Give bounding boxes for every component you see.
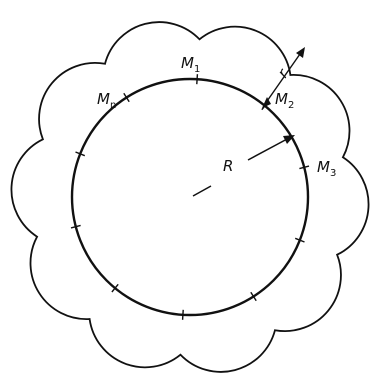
label-M1-subscript: 1 <box>194 64 200 75</box>
label-M1-main: M <box>181 54 194 72</box>
tick-mark <box>123 92 130 103</box>
tick-marks <box>70 74 310 320</box>
tick-mark <box>299 165 310 170</box>
label-M3-main: M <box>317 158 330 176</box>
tick-mark <box>196 74 199 85</box>
label-Mn-main: M <box>97 90 110 108</box>
tick-mark <box>294 237 305 243</box>
tick-mark <box>111 283 119 293</box>
label-Mn-subscript: n <box>110 100 116 111</box>
tick-mark <box>70 224 81 229</box>
label-M1: M1 <box>181 54 200 75</box>
label-M2-subscript: 2 <box>288 100 294 111</box>
label-M2: M2 <box>275 90 294 111</box>
label-R: R <box>223 157 233 175</box>
label-Mn: Mn <box>97 90 116 111</box>
radius-r-arrowhead <box>296 47 305 58</box>
tick-mark <box>181 309 184 320</box>
radius-R-segment-1 <box>192 185 212 197</box>
label-M2-main: M <box>275 90 288 108</box>
radius-R-segment-2 <box>247 137 290 161</box>
radius-r-arrowhead-lower <box>262 97 271 108</box>
tick-mark <box>250 291 257 302</box>
radius-r <box>262 47 305 108</box>
label-M3: M3 <box>317 158 336 179</box>
tick-mark <box>75 151 86 157</box>
outer-scalloped-curve <box>10 21 370 373</box>
radius-R-arrowhead <box>283 135 295 144</box>
radius-r-segment <box>264 53 301 105</box>
radius-R <box>192 135 295 197</box>
label-M3-subscript: 3 <box>330 168 336 179</box>
main-circle <box>70 77 310 317</box>
